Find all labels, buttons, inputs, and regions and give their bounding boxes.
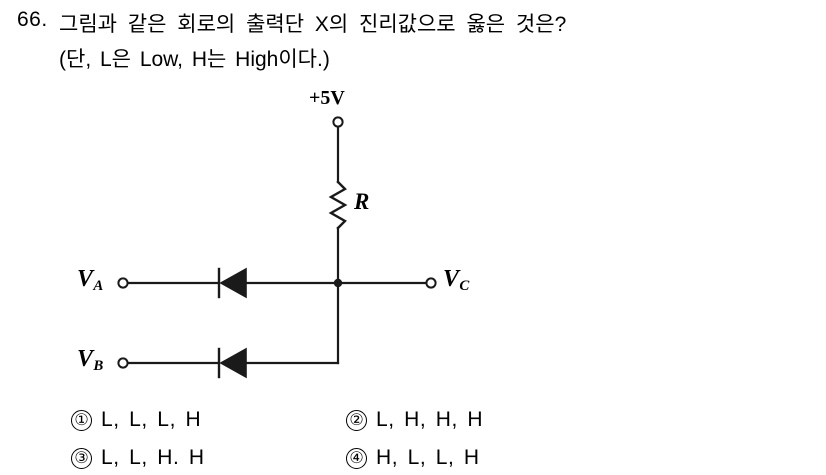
answer-choice-4[interactable]: ④ H, L, L, H — [346, 446, 480, 470]
input-a-label-subscript: A — [93, 278, 104, 295]
input-b-terminal-icon — [117, 357, 129, 369]
answer-choice-2[interactable]: ② L, H, H, H — [346, 408, 483, 432]
answer-choice-3-marker: ③ — [71, 447, 92, 469]
question-number: 66. — [17, 8, 48, 31]
input-b-label-subscript: B — [93, 358, 104, 375]
output-terminal-icon — [425, 277, 437, 289]
output-label-main: V — [443, 266, 460, 292]
output-label: VC — [443, 266, 470, 295]
answer-choice-3-text: L, L, H. H — [101, 446, 205, 469]
answer-choice-4-text: H, L, L, H — [376, 446, 480, 469]
supply-voltage-label: +5V — [309, 87, 345, 109]
input-a-terminal-icon — [117, 277, 129, 289]
output-label-subscript: C — [459, 278, 470, 295]
circuit-diagram — [0, 80, 520, 390]
answer-choice-1-text: L, L, L, H — [101, 408, 202, 431]
question-text-line-1: 그림과 같은 회로의 출력단 X의 진리값으로 옳은 것은? — [59, 13, 567, 36]
answer-choice-4-marker: ④ — [346, 447, 367, 469]
answer-choice-2-marker: ② — [346, 409, 367, 431]
diode-b-anode-triangle-icon — [219, 347, 247, 379]
answer-choice-1[interactable]: ① L, L, L, H — [71, 408, 201, 432]
answer-choice-3[interactable]: ③ L, L, H. H — [71, 446, 205, 470]
diode-a-anode-triangle-icon — [219, 267, 247, 299]
circuit-schematic-svg — [117, 116, 437, 379]
answer-choice-2-text: L, H, H, H — [376, 408, 484, 431]
resistor-label: R — [354, 189, 370, 214]
input-b-label: VB — [77, 346, 104, 375]
input-a-label-main: V — [77, 266, 94, 292]
answer-choice-1-marker: ① — [71, 409, 92, 431]
question-text-line-2: (단, L은 Low, H는 High이다.) — [59, 48, 330, 71]
input-b-label-main: V — [77, 346, 94, 372]
supply-terminal-icon — [332, 116, 344, 128]
input-a-label: VA — [77, 266, 104, 295]
resistor-icon — [328, 180, 348, 230]
